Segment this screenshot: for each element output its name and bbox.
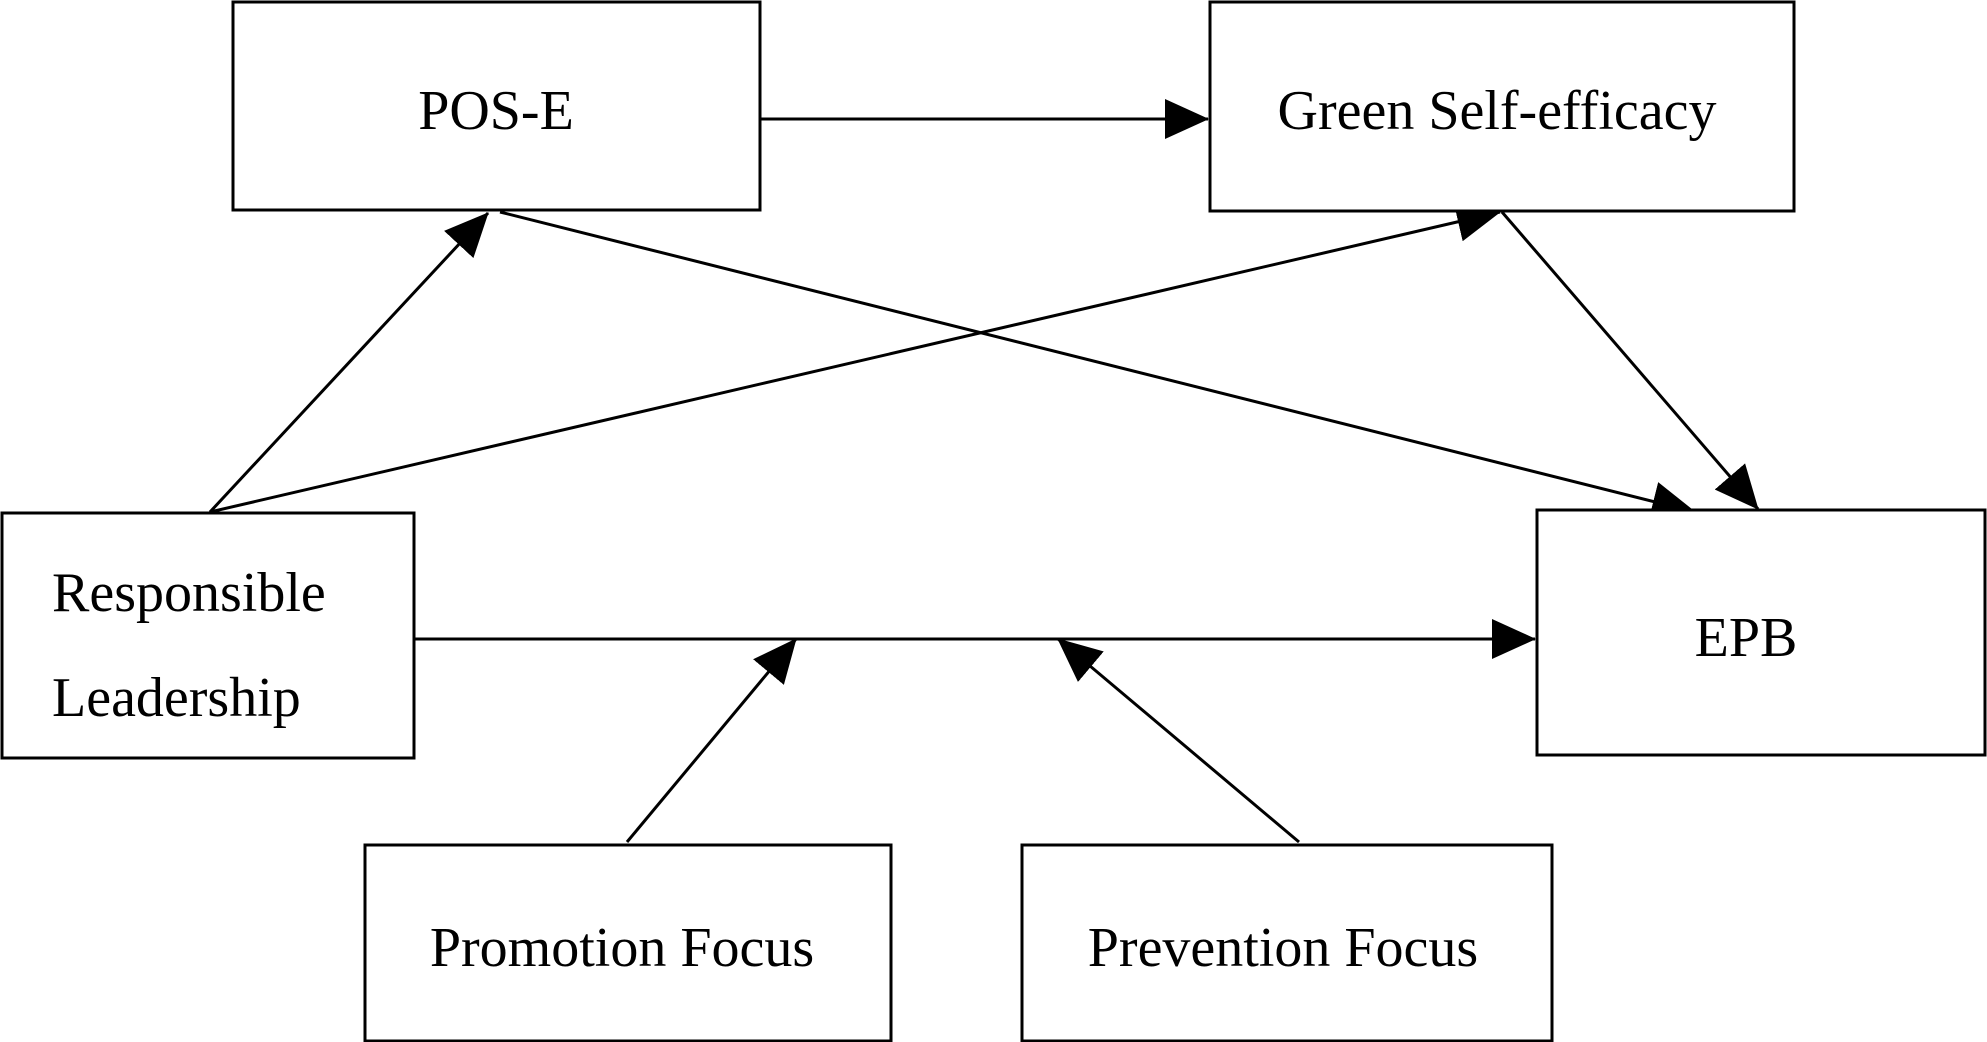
promotion-focus-label: Promotion Focus [430,917,814,979]
arrow-pos-e-to-epb [499,210,1696,521]
arrow-responsible-leadership-to-pos-e [208,211,490,514]
node-green-self-efficacy: Green Self-efficacy [1208,0,1796,213]
arrow-promotion-focus-moderation [625,638,798,843]
arrow-prevention-focus-moderation [1057,637,1300,844]
prevention-focus-label: Prevention Focus [1088,917,1478,979]
green-self-efficacy-label: Green Self-efficacy [1278,80,1717,142]
pos-e-label: POS-E [418,80,574,142]
node-pos-e: POS-E [231,0,762,212]
node-promotion-focus: Promotion Focus [363,843,893,1042]
node-epb: EPB [1535,508,1987,757]
responsible-leadership-label-line1: Responsible [52,562,326,624]
node-prevention-focus: Prevention Focus [1020,843,1554,1042]
arrow-responsible-leadership-to-green-self-efficacy [209,202,1501,514]
responsible-leadership-label-line2: Leadership [52,667,301,729]
node-responsible-leadership: Responsible Leadership [0,511,416,760]
epb-label: EPB [1695,607,1798,669]
arrow-green-self-efficacy-to-epb [1500,211,1760,510]
